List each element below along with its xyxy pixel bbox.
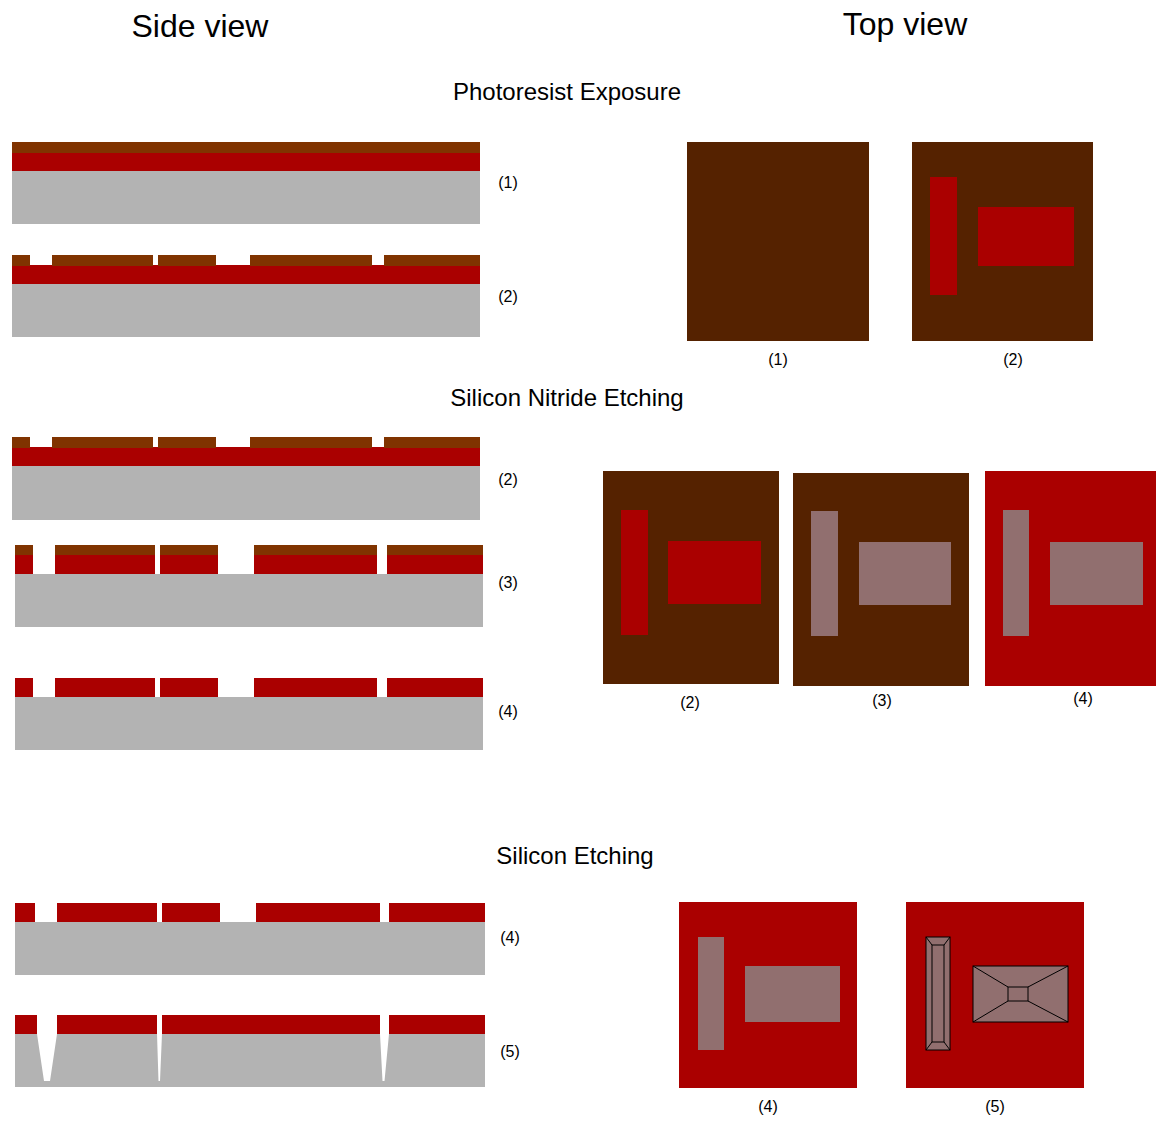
side-view-4b xyxy=(15,903,485,975)
step-number: (3) xyxy=(872,692,892,710)
step-number: (2) xyxy=(498,471,518,489)
step-number: (5) xyxy=(985,1098,1005,1116)
section-heading: Silicon Nitride Etching xyxy=(450,385,683,411)
side-view-2 xyxy=(12,255,480,337)
side-view-5 xyxy=(15,1015,485,1087)
column-heading: Top view xyxy=(843,7,968,42)
step-number: (4) xyxy=(500,929,520,947)
side-view-4 xyxy=(15,678,483,750)
section-heading: Photoresist Exposure xyxy=(453,79,681,105)
side-view-2b xyxy=(12,437,480,520)
step-number: (2) xyxy=(498,288,518,306)
top-views-3 xyxy=(679,902,1084,1088)
section-heading: Silicon Etching xyxy=(496,843,653,869)
step-number: (4) xyxy=(1073,690,1093,708)
step-number: (2) xyxy=(1003,351,1023,369)
top-views-2 xyxy=(603,471,1156,686)
step-number: (4) xyxy=(498,703,518,721)
side-view-1 xyxy=(12,142,480,224)
column-heading: Side view xyxy=(132,9,269,44)
step-number: (2) xyxy=(680,694,700,712)
step-number: (4) xyxy=(758,1098,778,1116)
step-number: (5) xyxy=(500,1043,520,1061)
step-number: (1) xyxy=(768,351,788,369)
side-view-3 xyxy=(15,545,483,627)
step-number: (1) xyxy=(498,174,518,192)
top-views-1 xyxy=(687,142,1093,341)
step-number: (3) xyxy=(498,574,518,592)
